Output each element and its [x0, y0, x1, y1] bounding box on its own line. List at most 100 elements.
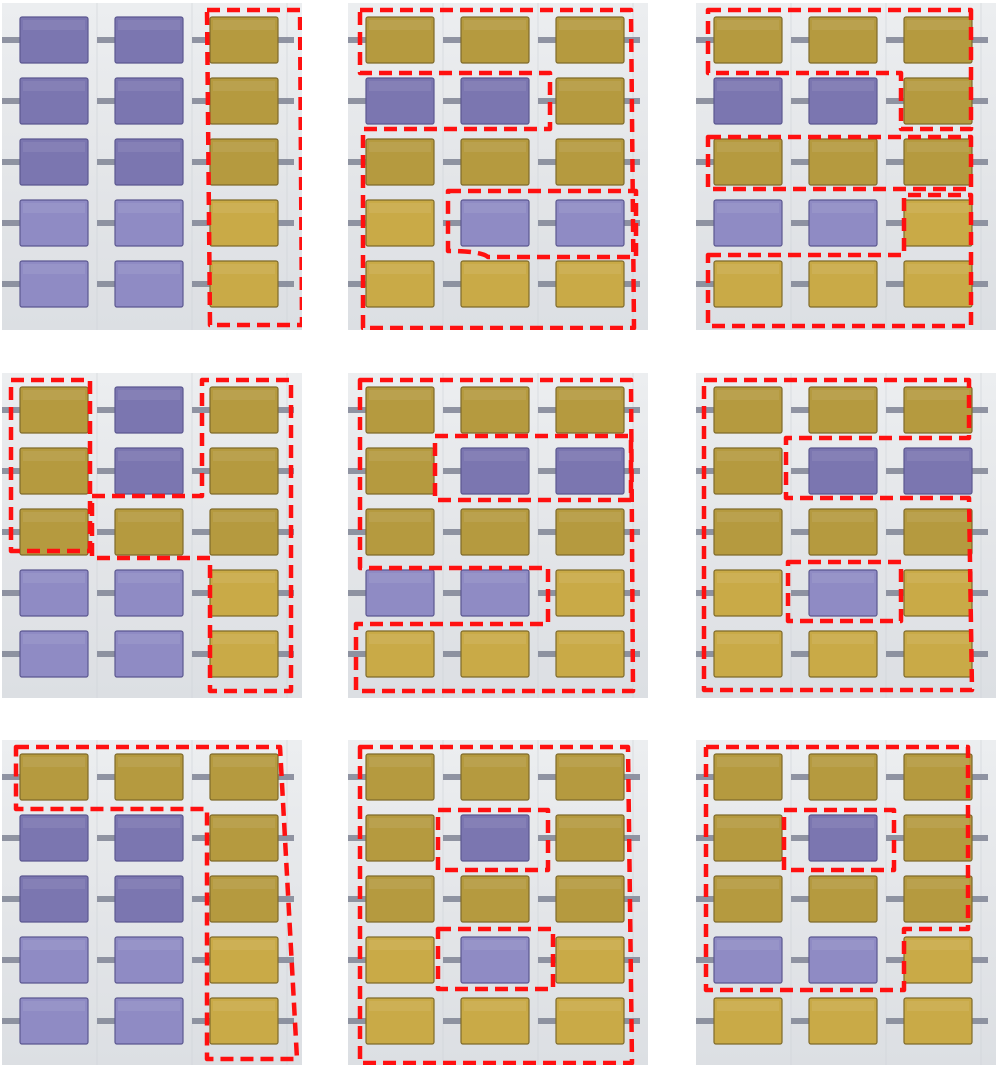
- cell-sheen: [213, 818, 275, 828]
- cell-sheen: [369, 757, 431, 767]
- cell-sheen: [717, 1001, 779, 1011]
- contact-bar: [443, 651, 465, 657]
- cell-sheen: [559, 203, 621, 213]
- cell-sheen: [812, 20, 874, 30]
- contact-bar: [886, 98, 908, 104]
- cell-sheen: [118, 20, 180, 30]
- contact-bar: [622, 835, 640, 841]
- cell-sheen: [464, 1001, 526, 1011]
- contact-bar: [970, 1018, 988, 1024]
- cell-sheen: [812, 203, 874, 213]
- cell-sheen: [812, 390, 874, 400]
- device-cell-gold: [555, 508, 625, 556]
- cell-sheen: [812, 81, 874, 91]
- cell-sheen: [907, 20, 969, 30]
- cell-sheen: [213, 512, 275, 522]
- device-cell-gold: [808, 875, 878, 923]
- panel-7-svg: [2, 740, 300, 1065]
- contact-bar: [2, 1018, 24, 1024]
- contact-bar: [970, 835, 988, 841]
- cell-sheen: [369, 81, 431, 91]
- cell-sheen: [213, 573, 275, 583]
- contact-bar: [791, 529, 813, 535]
- contact-bar: [443, 407, 465, 413]
- device-cell-violet: [808, 814, 878, 862]
- contact-bar: [97, 774, 119, 780]
- contact-bar: [538, 220, 560, 226]
- device-cell-gold: [209, 753, 279, 801]
- cell-sheen: [369, 1001, 431, 1011]
- contact-bar: [538, 774, 560, 780]
- device-cell-gold: [713, 16, 783, 64]
- cell-sheen: [118, 81, 180, 91]
- cell-sheen: [23, 757, 85, 767]
- contact-bar: [886, 590, 908, 596]
- device-cell-violet: [19, 936, 89, 984]
- cell-sheen: [23, 81, 85, 91]
- cell-sheen: [559, 818, 621, 828]
- dashed-outline: [435, 807, 551, 873]
- contact-bar: [886, 281, 908, 287]
- contact-bar: [622, 774, 640, 780]
- device-cell-gold: [713, 386, 783, 434]
- device-cell-gold: [209, 936, 279, 984]
- contact-bar: [276, 159, 294, 165]
- cell-sheen: [907, 573, 969, 583]
- cell-sheen: [717, 634, 779, 644]
- dashed-outline: [781, 807, 897, 873]
- device-cell-violet: [19, 16, 89, 64]
- contact-bar: [192, 957, 214, 963]
- cell-sheen: [812, 818, 874, 828]
- contact-bar: [970, 159, 988, 165]
- contact-bar: [348, 651, 370, 657]
- device-cell-gold: [555, 997, 625, 1045]
- contact-bar: [276, 774, 294, 780]
- device-cell-gold: [555, 814, 625, 862]
- contact-bar: [696, 37, 718, 43]
- contact-bar: [192, 98, 214, 104]
- device-cell-violet: [114, 814, 184, 862]
- cell-sheen: [23, 451, 85, 461]
- device-cell-gold: [209, 16, 279, 64]
- contact-bar: [276, 37, 294, 43]
- cell-sheen: [559, 879, 621, 889]
- cell-sheen: [812, 451, 874, 461]
- device-cell-gold: [808, 630, 878, 678]
- dashed-outline: [705, 192, 974, 329]
- device-cell-gold: [460, 260, 530, 308]
- cell-sheen: [118, 451, 180, 461]
- cell-sheen: [213, 203, 275, 213]
- contact-bar: [886, 468, 908, 474]
- contact-bar: [791, 159, 813, 165]
- device-cell-gold: [903, 814, 973, 862]
- contact-bar: [696, 835, 718, 841]
- cell-sheen: [23, 20, 85, 30]
- cell-sheen: [213, 81, 275, 91]
- contact-bar: [97, 281, 119, 287]
- cell-sheen: [464, 818, 526, 828]
- contact-bar: [2, 37, 24, 43]
- contact-bar: [538, 98, 560, 104]
- cell-sheen: [717, 264, 779, 274]
- cell-sheen: [559, 573, 621, 583]
- contact-bar: [348, 220, 370, 226]
- contact-bar: [276, 98, 294, 104]
- device-cell-gold: [365, 386, 435, 434]
- contact-bar: [2, 220, 24, 226]
- cell-sheen: [812, 757, 874, 767]
- contact-bar: [538, 896, 560, 902]
- device-cell-gold: [555, 386, 625, 434]
- device-cell-gold: [713, 260, 783, 308]
- cell-sheen: [717, 818, 779, 828]
- device-cell-gold: [555, 630, 625, 678]
- device-cell-violet: [365, 77, 435, 125]
- device-panel-8: [348, 740, 648, 1065]
- cell-sheen: [118, 142, 180, 152]
- device-cell-gold: [713, 630, 783, 678]
- device-cell-gold: [209, 875, 279, 923]
- device-cell-gold: [713, 875, 783, 923]
- cell-sheen: [369, 940, 431, 950]
- cell-sheen: [23, 634, 85, 644]
- contact-bar: [443, 896, 465, 902]
- device-cell-violet: [114, 77, 184, 125]
